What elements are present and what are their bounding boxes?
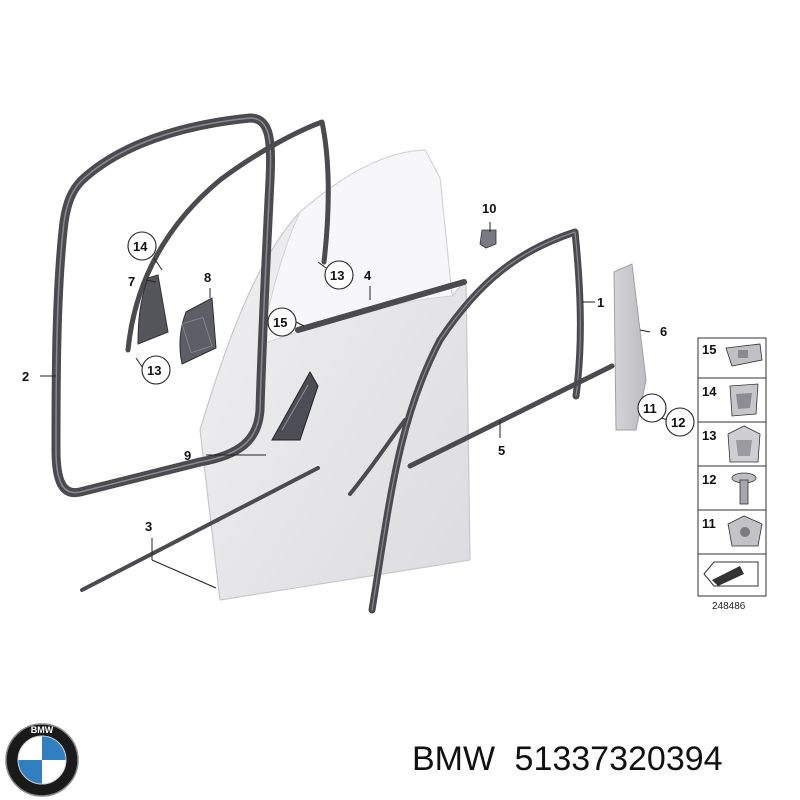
callout-circle-11 [637,393,667,423]
callout-9: 9 [184,448,191,463]
nut-13-icon [727,425,761,463]
legend-item-14: 14 [702,384,717,399]
callout-12: 12 [671,415,685,430]
screw-12-icon [731,472,757,505]
clip-10 [479,229,497,249]
part-caption: BMW 51337320394 [412,740,792,786]
clip-11-icon [727,515,763,547]
clip-14-icon [729,383,759,417]
callout-circle-13-top [324,260,354,290]
callout-3: 3 [145,519,152,534]
arrow-marker-icon [703,561,759,587]
legend-item-13: 13 [702,428,716,443]
callout-6: 6 [660,324,667,339]
caption-part-number: 51337320394 [514,740,723,778]
legend-item-15: 15 [702,342,716,357]
lower-seal-strip-5 [407,363,615,469]
callout-14: 14 [133,239,148,254]
bmw-logo-letters: BMW [31,725,54,735]
callout-circle-12 [665,407,695,437]
callout-10: 10 [482,201,496,216]
callout-8: 8 [204,270,211,285]
callout-7: 7 [128,274,135,289]
legend-item-11: 11 [702,516,716,531]
door-sill-strip-3 [80,466,320,592]
callout-circle-14 [127,231,157,261]
legend-item-12: 12 [702,472,716,487]
bmw-logo: BMW [5,723,79,797]
caption-brand: BMW [412,740,496,778]
fastener-legend: 15 14 13 12 11 248486 [697,337,767,612]
mirror-mount-bracket [271,370,319,441]
callout-circle-13-left [141,355,171,385]
callout-13-top: 13 [330,268,344,283]
leader-lines [40,222,669,589]
mirror-triangle-cover [137,274,169,345]
mirror-base-trim [179,297,217,365]
window-channel-seal [125,119,331,353]
callout-4: 4 [364,268,372,283]
callout-2: 2 [22,369,29,384]
callout-13-left: 13 [147,363,161,378]
callout-5: 5 [498,443,505,458]
callout-1: 1 [597,295,604,310]
belt-line-outer-seal [295,279,467,333]
callout-circle-15 [267,307,297,337]
diagram-reference-number: 248486 [712,601,746,612]
callout-15: 15 [273,315,287,330]
callout-11: 11 [643,401,657,416]
clip-15-icon [725,343,763,367]
